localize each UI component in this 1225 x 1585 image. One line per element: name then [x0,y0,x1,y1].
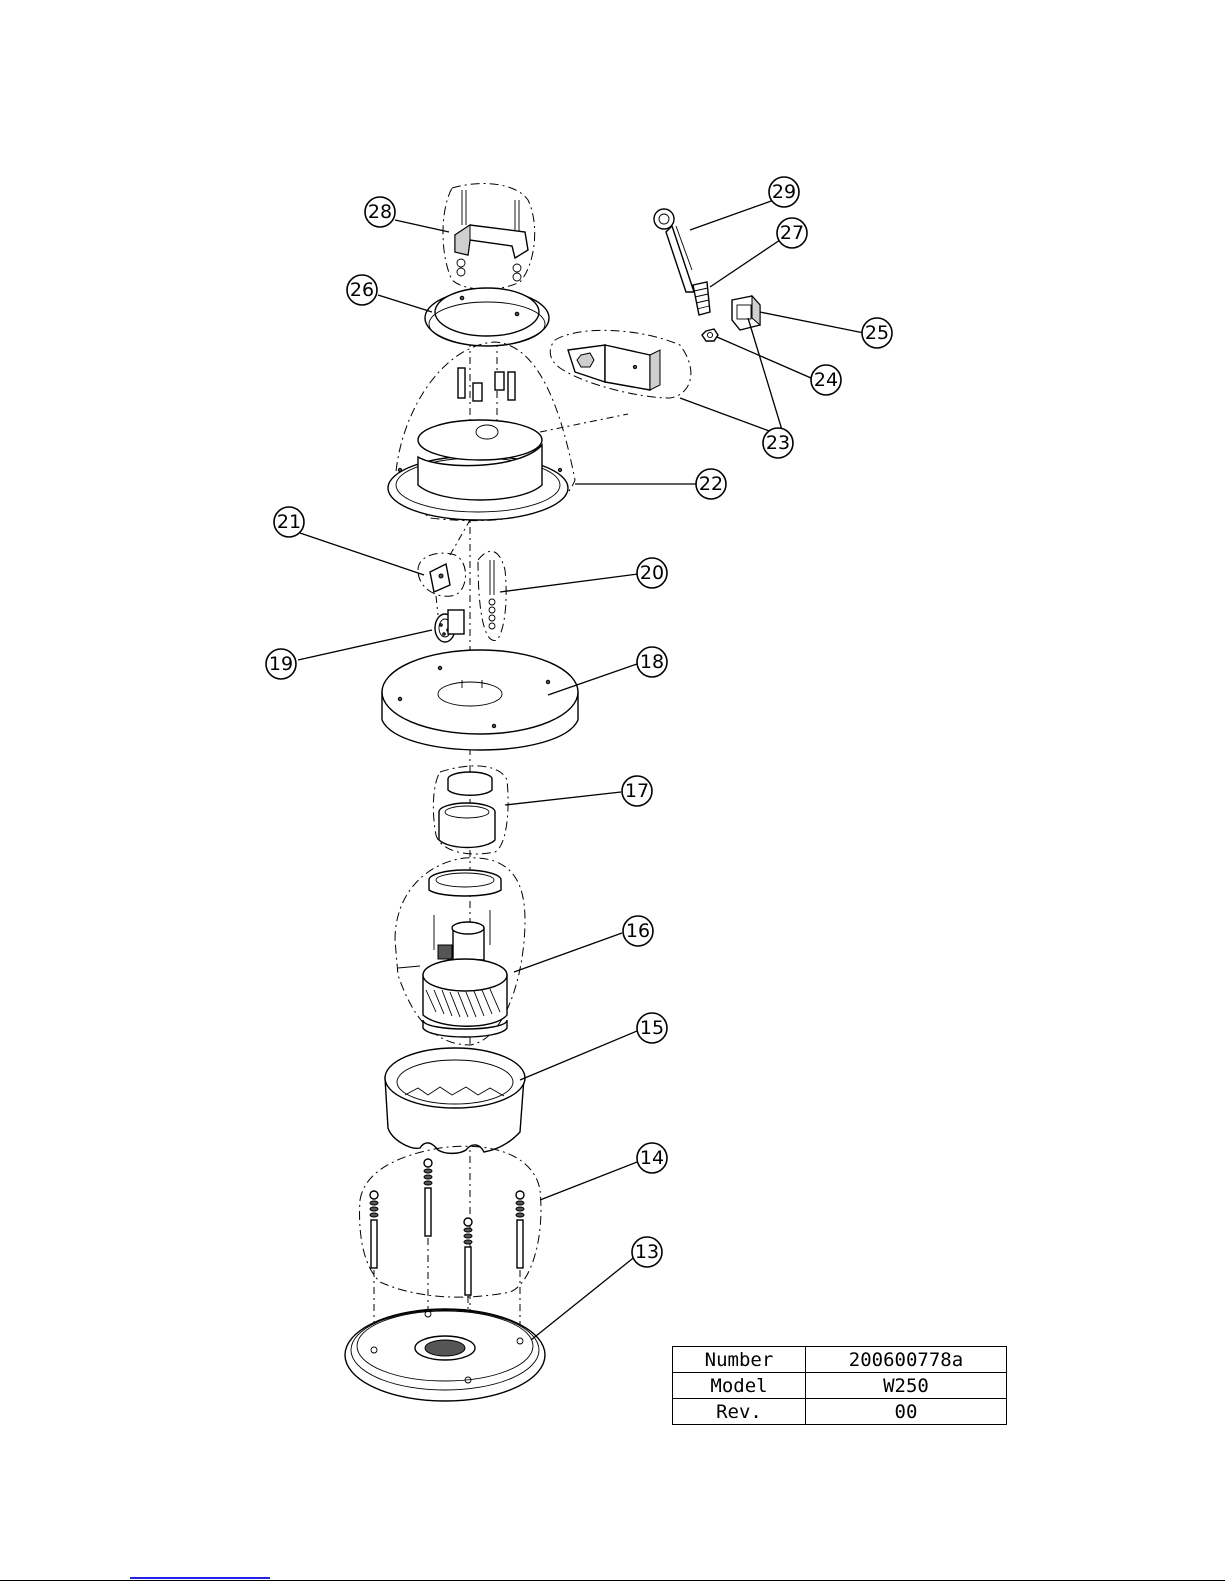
title-block-key: Number [673,1347,806,1373]
part-25-switch [732,296,760,330]
callout-22: 22 [696,469,726,499]
svg-text:24: 24 [814,369,838,391]
leader-13 [531,1255,637,1340]
callout-15: 15 [637,1013,667,1043]
callout-18: 18 [637,647,667,677]
svg-text:18: 18 [640,651,664,673]
callout-group: 28 26 29 27 25 24 23 22 21 20 19 18 17 1… [266,177,892,1267]
part-26-top-cover [425,288,549,346]
title-block-table: Number 200600778a Model W250 Rev. 00 [672,1346,1007,1425]
callout-13: 13 [632,1237,662,1267]
part-13-base-plate [345,1309,545,1401]
svg-text:17: 17 [625,780,649,802]
svg-text:23: 23 [766,432,790,454]
svg-text:22: 22 [699,473,723,495]
footer-divider [0,1580,1225,1581]
part-19-capacitor [435,610,464,642]
svg-text:16: 16 [626,920,650,942]
link-22-23 [540,414,628,432]
part-27-strain-relief [693,282,710,315]
callout-29: 29 [769,177,799,207]
callout-23: 23 [763,428,793,458]
part-22-motor-housing [388,342,575,521]
svg-text:13: 13 [635,1241,659,1263]
callout-20: 20 [637,558,667,588]
leader-28 [395,220,449,232]
part-15-base-ring [385,1048,525,1153]
callout-24: 24 [811,365,841,395]
callout-27: 27 [777,218,807,248]
svg-text:21: 21 [277,511,301,533]
title-block-value: 200600778a [806,1347,1007,1373]
leader-23a [680,398,772,432]
leader-17 [505,792,621,805]
svg-text:14: 14 [640,1147,664,1169]
part-16-motor [395,858,525,1045]
leader-14 [540,1162,637,1200]
part-18-ring-cover [382,650,578,750]
svg-text:28: 28 [368,201,392,223]
svg-text:26: 26 [350,279,374,301]
leader-16 [514,933,622,972]
title-block-row-rev: Rev. 00 [673,1399,1007,1425]
svg-text:29: 29 [772,181,796,203]
svg-text:20: 20 [640,562,664,584]
part-28-handle [443,184,535,290]
callout-28: 28 [365,197,395,227]
title-block-key: Rev. [673,1399,806,1425]
footer-link-underline[interactable] [130,1577,270,1579]
leader-25 [760,312,864,333]
callout-19: 19 [266,649,296,679]
leader-23b [748,318,782,430]
callout-16: 16 [623,916,653,946]
leader-26 [378,295,432,312]
leader-15 [520,1031,637,1080]
callout-21: 21 [274,507,304,537]
title-block-row-number: Number 200600778a [673,1347,1007,1373]
title-block-row-model: Model W250 [673,1373,1007,1399]
leader-20 [500,574,638,592]
part-17-sleeve [433,766,508,854]
callout-17: 17 [622,776,652,806]
svg-text:15: 15 [640,1017,664,1039]
leader-19 [298,630,432,660]
part-21-bracket [418,520,470,615]
svg-text:25: 25 [865,322,889,344]
leader-21 [300,533,424,575]
title-block-value: W250 [806,1373,1007,1399]
callout-25: 25 [862,318,892,348]
leader-27 [710,240,780,287]
callout-26: 26 [347,275,377,305]
part-23-switch-bracket [550,330,691,398]
part-20-screws [478,551,506,640]
part-29-cord [654,209,694,292]
leader-29 [690,200,774,230]
title-block-value: 00 [806,1399,1007,1425]
callout-14: 14 [637,1143,667,1173]
title-block-key: Model [673,1373,806,1399]
svg-text:19: 19 [269,653,293,675]
part-24-nut [702,329,718,341]
svg-text:27: 27 [780,222,804,244]
